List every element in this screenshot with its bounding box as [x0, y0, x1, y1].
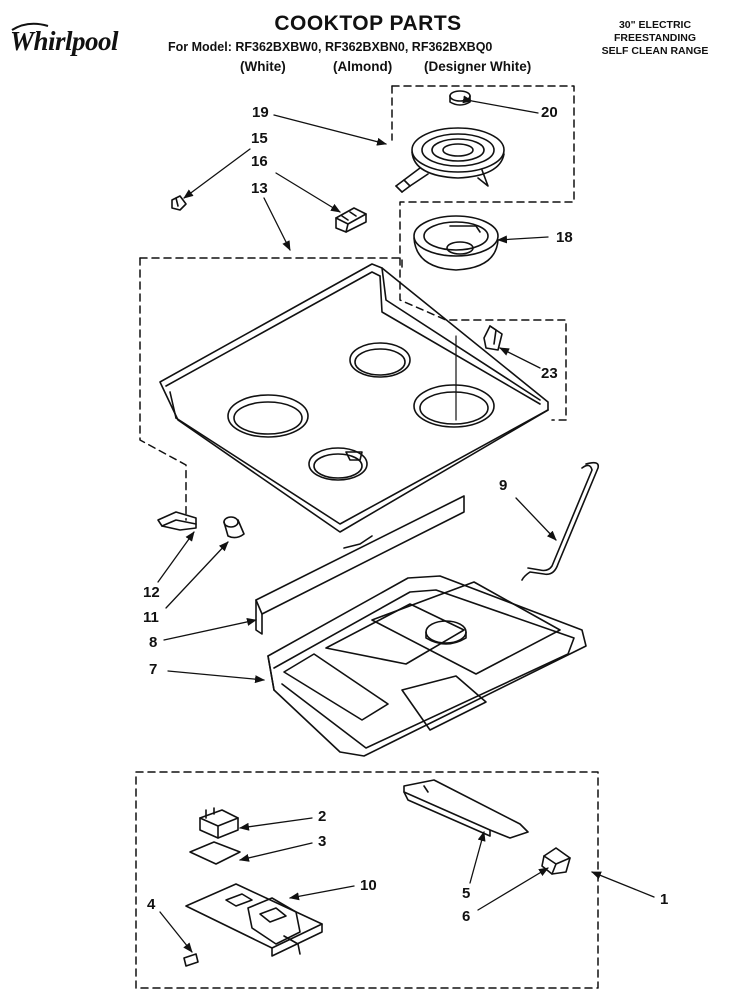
callout-8: 8: [149, 634, 158, 651]
description-line: 30" ELECTRIC: [618, 19, 692, 31]
variant-white: (White): [240, 59, 286, 74]
callout-4: 4: [147, 896, 156, 913]
callout-20: 20: [541, 104, 558, 121]
model-list: For Model: RF362BXBW0, RF362BXBN0, RF362…: [168, 40, 493, 54]
callout-leaders: [157, 95, 655, 953]
callout-10: 10: [360, 877, 377, 894]
callout-19: 19: [252, 104, 269, 121]
variant-almond: (Almond): [333, 59, 393, 74]
cooktop-panel: [159, 263, 549, 533]
product-description: 30" ELECTRIC FREESTANDING SELF CLEAN RAN…: [580, 19, 730, 58]
element-group-box: [135, 85, 599, 989]
receptacle-block: [483, 325, 503, 351]
variant-designer-white: (Designer White): [424, 59, 532, 74]
brand-swoosh-icon: [11, 22, 49, 31]
description-line: FREESTANDING: [613, 32, 697, 44]
callout-13: 13: [251, 180, 268, 197]
surface-element: [395, 90, 505, 193]
burner-box: [267, 575, 587, 757]
callout-11: 11: [143, 609, 159, 626]
callout-5: 5: [462, 885, 471, 902]
callout-16: 16: [251, 153, 268, 170]
callout-3: 3: [318, 833, 327, 850]
connector-block-part: [541, 847, 571, 875]
callout-18: 18: [556, 229, 573, 246]
bumper-part: [223, 516, 245, 539]
callout-7: 7: [149, 661, 158, 678]
hinge-bracket-part: [157, 511, 197, 531]
control-bracket-part: [185, 883, 323, 957]
callout-2: 2: [318, 808, 327, 825]
terminal-block-part: [335, 207, 367, 233]
page-title: COOKTOP PARTS: [274, 12, 462, 35]
description-line: SELF CLEAN RANGE: [601, 45, 709, 57]
infinite-switch-part: [199, 807, 239, 839]
support-rod: [521, 461, 600, 581]
callout-9: 9: [499, 477, 508, 494]
callout-12: 12: [143, 584, 160, 601]
insulator-plate-part: [189, 841, 241, 865]
callout-15: 15: [251, 130, 268, 147]
callout-23: 23: [541, 365, 558, 382]
clip-part: [171, 195, 187, 211]
callout-6: 6: [462, 908, 471, 925]
heat-shield-strip: [403, 779, 529, 839]
brand-logo: Whirlpool: [10, 26, 119, 56]
drip-bowl: [413, 215, 499, 271]
front-trim-channel: [255, 495, 465, 635]
callout-1: 1: [660, 891, 669, 908]
small-clip-part: [183, 953, 199, 967]
